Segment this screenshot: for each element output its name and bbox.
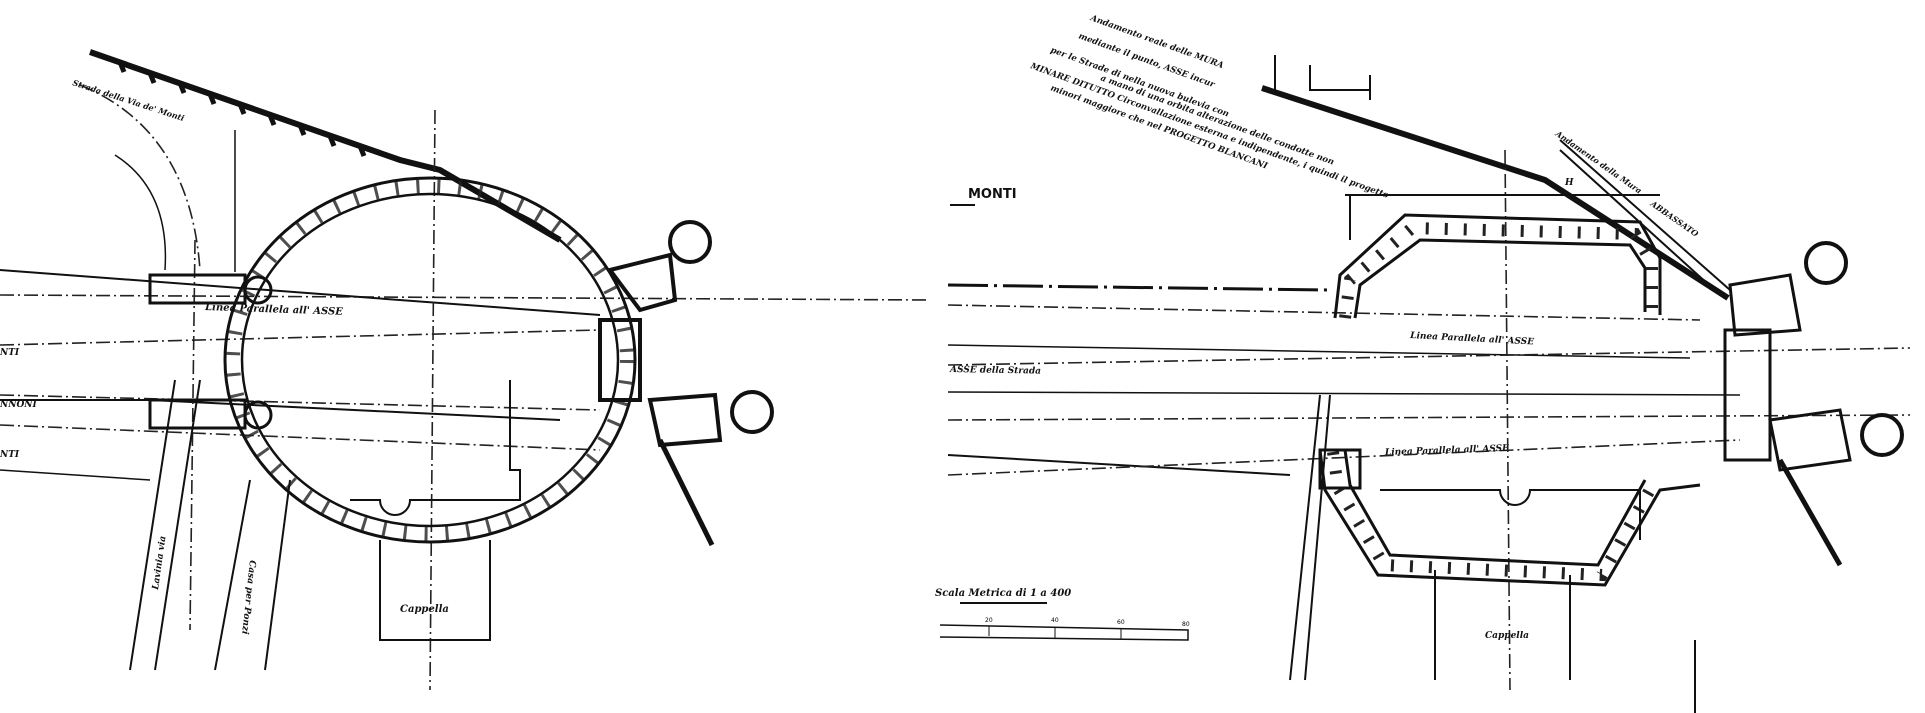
wall-buttresses (117, 61, 367, 157)
tower-top-right (1804, 241, 1848, 285)
label-wall-note-2: ABBASSATO (1648, 198, 1700, 239)
scale-tick: 80 (1182, 621, 1190, 628)
label-parallel-top: Linea Parallela all' ASSE (1409, 331, 1535, 348)
ellipse-inner (240, 192, 620, 528)
scale-title: Scala Metrica di 1 a 400 (935, 588, 1071, 599)
label-chapel: Cappella (400, 604, 449, 615)
structure-top (1333, 213, 1662, 319)
label-monti-top: NTI (0, 348, 20, 358)
label-street-2: Casa per Ponzi (239, 560, 257, 636)
label-street-left: NNONI (0, 400, 38, 410)
label-street-1: Lavinia via (151, 535, 169, 591)
label-chapel-right: Cappella (1485, 631, 1529, 641)
tower-bottom-right (1860, 413, 1904, 457)
label-parallel-line: Linea Parallela all' ASSE (204, 302, 344, 318)
left-plan: Linea Parallela all' ASSE Cappella Lavin… (0, 49, 931, 691)
label-top-road: Strada della Via de' Monti (71, 77, 185, 123)
scale-tick: 40 (1051, 617, 1059, 624)
ellipse-outer (223, 176, 637, 544)
tower-bottom (730, 390, 774, 434)
label-h: H (1564, 178, 1574, 188)
tower-top (668, 220, 712, 264)
structure-bottom (1318, 449, 1701, 587)
scale-tick: 20 (985, 617, 993, 624)
label-monti-bottom: NTI (0, 450, 20, 460)
annotation-block: Andamento reale delle MURA mediante il p… (1028, 13, 1390, 201)
label-parallel-bottom: Linea Parallela all' ASSE (1384, 444, 1509, 458)
right-plan: Andamento reale delle MURA mediante il p… (935, 13, 1911, 713)
scale-bar: Scala Metrica di 1 a 400 20 40 60 80 (935, 588, 1190, 641)
scale-tick: 60 (1117, 619, 1125, 626)
label-monti: MONTI (968, 187, 1017, 202)
city-wall (1261, 85, 1730, 301)
label-axis: ASSE della Strada (949, 365, 1041, 377)
